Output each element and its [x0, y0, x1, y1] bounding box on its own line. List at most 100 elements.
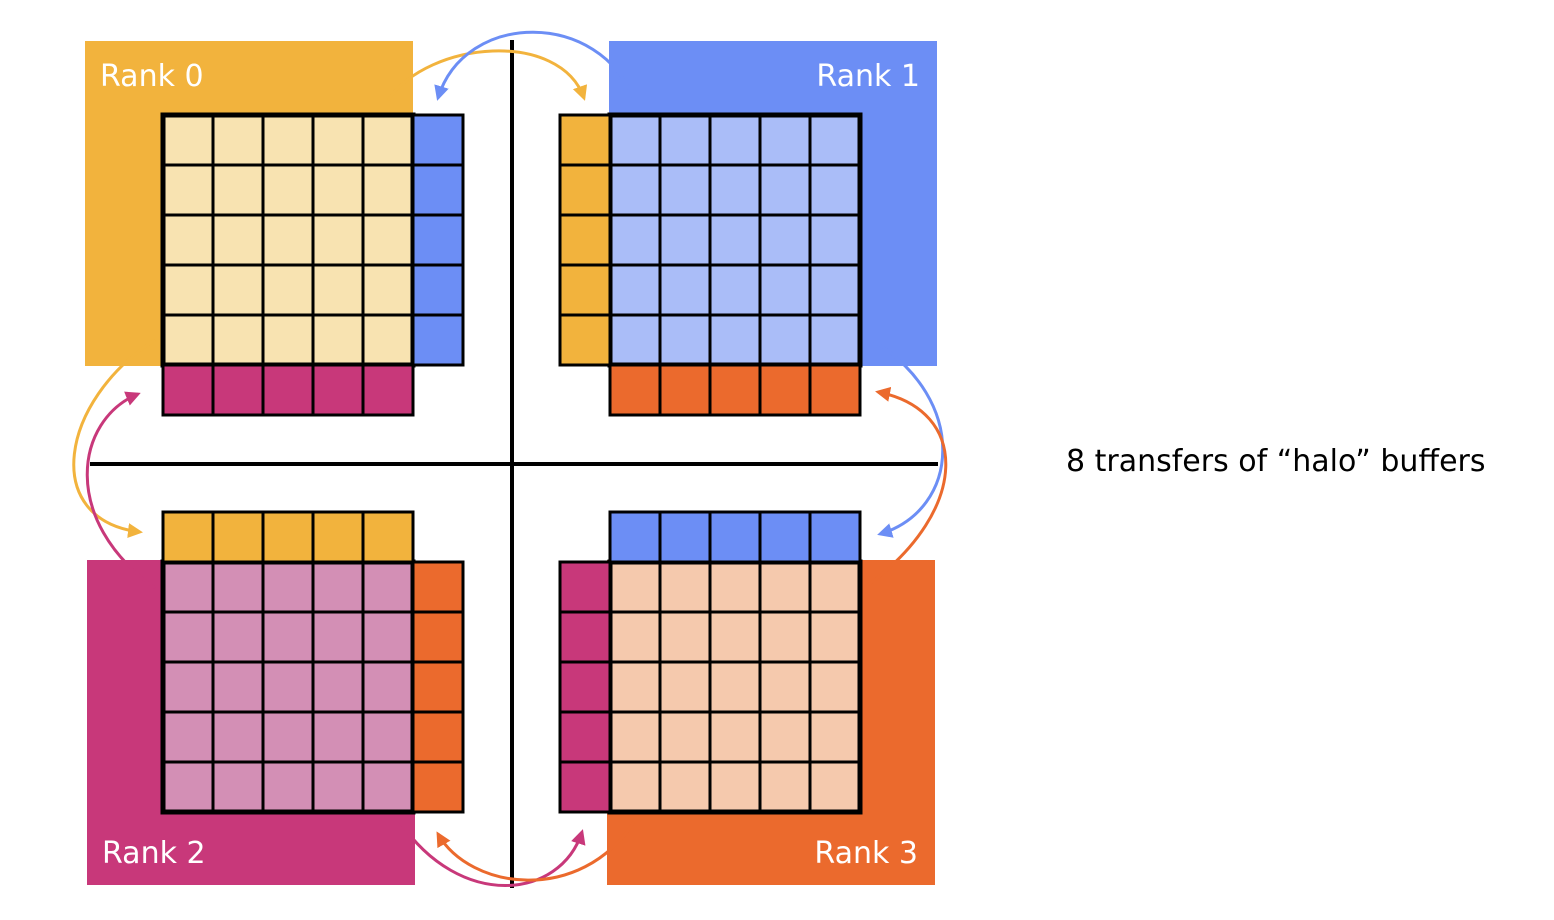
rank-1-interior-cell [758, 163, 812, 217]
rank-0-halo-right-cell [411, 263, 465, 317]
rank-2-interior-cell [261, 610, 315, 664]
rank-1-halo-left-cell [558, 213, 612, 267]
rank-0-interior-cell [211, 263, 265, 317]
rank-1-halo-left-cell [558, 113, 612, 167]
rank-2-halo-top-cell [311, 510, 365, 564]
rank-3-interior-cell [608, 660, 662, 714]
rank-2-interior-cell [261, 760, 315, 814]
rank-0-interior-cell [161, 213, 215, 267]
rank-2-halo-right-cell [411, 710, 465, 764]
arrow-rank0-to-rank2 [72, 338, 156, 539]
arrow-rank3-to-rank1 [867, 386, 948, 587]
rank-0-halo-bottom-cell [361, 363, 415, 417]
rank-2-interior-cell [211, 660, 265, 714]
rank-3-halo-left-cell [558, 760, 612, 814]
diagram-caption: 8 transfers of “halo” buffers [1066, 444, 1486, 479]
arrow-rank1-to-rank3 [871, 338, 945, 538]
rank-1-interior-cell [608, 213, 662, 267]
rank-0-halo-bottom-cell [161, 363, 215, 417]
arrow-rank2-to-rank3 [398, 821, 586, 887]
rank-0-interior-cell [211, 113, 265, 167]
rank-1-interior-cell [658, 263, 712, 317]
rank-2-interior-cell [311, 710, 365, 764]
rank-0-interior-cell [261, 263, 315, 317]
rank-3-halo-top-cell [708, 510, 762, 564]
rank-1-interior-cell [758, 113, 812, 167]
rank-2-halo-top-cell [261, 510, 315, 564]
rank-1-interior-cell [808, 163, 862, 217]
rank-1-halo-left-cell [558, 263, 612, 317]
rank-1-interior-cell [758, 213, 812, 267]
rank-3-interior-cell [708, 760, 762, 814]
rank-0-interior-cell [261, 113, 315, 167]
rank-1-interior-cell [808, 113, 862, 167]
rank-2-interior-cell [311, 560, 365, 614]
rank-3-interior-cell [708, 610, 762, 664]
rank-0-interior-cell [311, 163, 365, 217]
rank-2-halo-top-cell [361, 510, 415, 564]
rank-3-interior-cell [758, 660, 812, 714]
rank-0-interior-cell [361, 163, 415, 217]
rank-3-interior-cell [808, 560, 862, 614]
rank-3-interior-cell [808, 710, 862, 764]
rank-1-interior-cell [608, 113, 662, 167]
rank-2-interior-cell [211, 610, 265, 664]
rank-1-halo-bottom-cell [658, 363, 712, 417]
rank-0-interior-cell [261, 163, 315, 217]
rank-2-interior-cell [161, 610, 215, 664]
rank-0-interior-cell [211, 313, 265, 367]
rank-0-interior-cell [361, 263, 415, 317]
rank-3-halo-left-cell [558, 610, 612, 664]
rank-3-interior-cell [708, 710, 762, 764]
rank-2-interior-cell [161, 660, 215, 714]
rank-3-interior-cell [808, 760, 862, 814]
rank-2-interior-cell [211, 560, 265, 614]
rank-0-halo-bottom-cell [261, 363, 315, 417]
rank-2-interior-cell [361, 560, 415, 614]
rank-3-interior-cell [608, 610, 662, 664]
rank-2-label: Rank 2 [102, 836, 206, 871]
arrow-rank2-to-rank0 [85, 391, 156, 590]
rank-3-interior-cell [658, 760, 712, 814]
rank-3-interior-cell [608, 560, 662, 614]
rank-0-interior-cell [161, 163, 215, 217]
rank-2-interior-cell [361, 710, 415, 764]
rank-2-halo-top-cell [161, 510, 215, 564]
rank-3-interior-cell [708, 560, 762, 614]
rank-3-interior-cell [758, 760, 812, 814]
rank-1-interior-cell [708, 113, 762, 167]
rank-0-interior-cell [361, 313, 415, 367]
rank-0-interior-cell [161, 313, 215, 367]
rank-3-interior-cell [658, 610, 712, 664]
rank-3-interior-cell [608, 710, 662, 764]
rank-3-halo-top-cell [808, 510, 862, 564]
rank-3-interior-cell [658, 660, 712, 714]
rank-1-interior-cell [708, 213, 762, 267]
rank-1-interior-cell [658, 163, 712, 217]
rank-1-interior-cell [808, 313, 862, 367]
rank-0-interior-cell [311, 313, 365, 367]
rank-3-interior-cell [658, 710, 712, 764]
rank-1-halo-left-cell [558, 313, 612, 367]
rank-1-label: Rank 1 [816, 59, 920, 94]
rank-2-interior-cell [261, 660, 315, 714]
rank-2-interior-cell [211, 760, 265, 814]
rank-3-halo-top-cell [658, 510, 712, 564]
arrow-rank1-to-rank0 [434, 30, 636, 101]
rank-0-interior-cell [161, 113, 215, 167]
rank-3-interior-cell [808, 610, 862, 664]
rank-3-interior-cell [758, 610, 812, 664]
rank-0-interior-cell [311, 213, 365, 267]
arrow-rank3-to-rank2 [436, 821, 636, 882]
arrow-rank0-to-rank1 [386, 49, 588, 101]
rank-2-interior-cell [311, 660, 365, 714]
rank-0-label: Rank 0 [100, 59, 204, 94]
rank-2-halo-top-cell [211, 510, 265, 564]
rank-2-interior-cell [161, 760, 215, 814]
rank-0-interior-cell [261, 213, 315, 267]
rank-2-interior-cell [311, 610, 365, 664]
rank-1-interior-cell [808, 263, 862, 317]
rank-3-halo-left-cell [558, 660, 612, 714]
rank-2-interior-cell [311, 760, 365, 814]
